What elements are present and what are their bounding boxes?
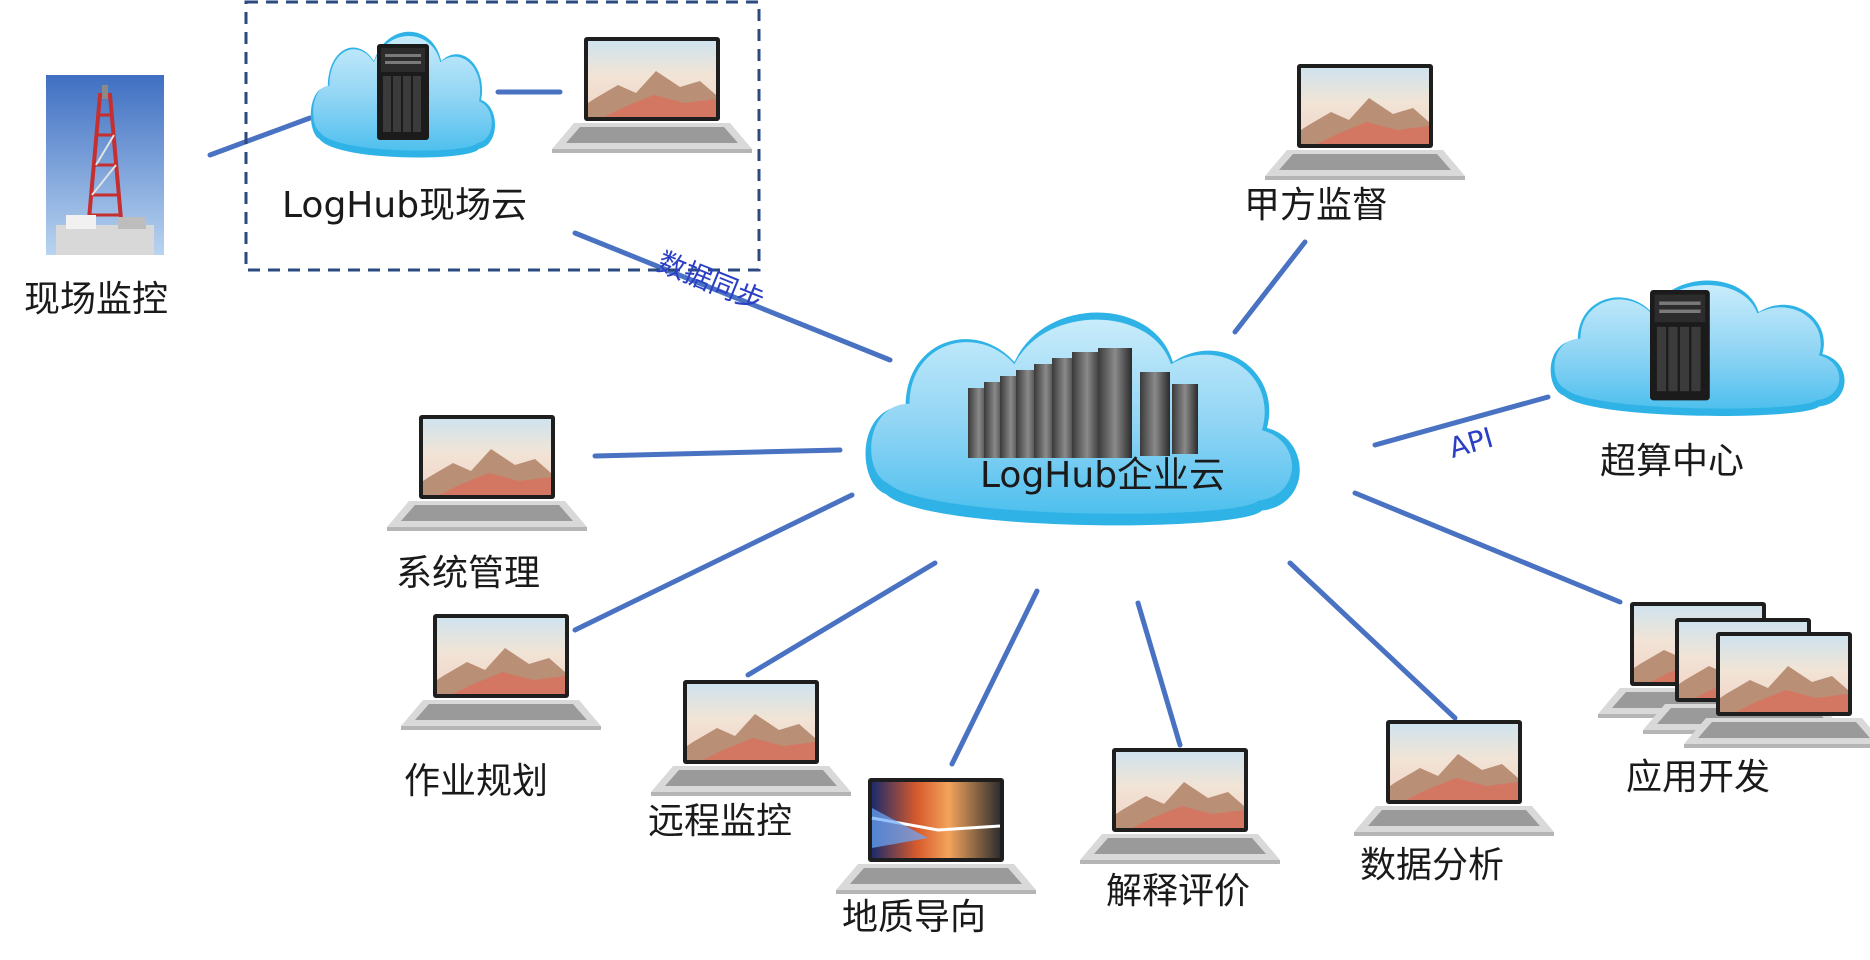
label-owner-supervision: 甲方监督 xyxy=(1244,185,1389,226)
laptop-icon-system-management xyxy=(387,415,587,531)
edge-geosteering xyxy=(949,588,1040,767)
laptop-icon-interpretation-evaluation xyxy=(1080,748,1280,864)
server-icon-supercomputing xyxy=(1650,290,1710,401)
edge-remote-monitoring xyxy=(745,560,938,678)
laptop-icon-remote-monitoring xyxy=(651,680,851,796)
edge-app-development xyxy=(1352,490,1623,605)
edges xyxy=(207,89,1623,767)
laptop-icon-data-analysis xyxy=(1354,720,1554,836)
label-data-analysis: 数据分析 xyxy=(1360,845,1505,886)
edge-interpretation-evaluation xyxy=(1135,600,1183,748)
edge-data-analysis xyxy=(1287,560,1458,721)
server-rack-icon xyxy=(968,348,1198,458)
laptop-icon-owner-supervision xyxy=(1265,64,1465,180)
edge-owner-supervision xyxy=(1232,239,1308,335)
edge-system-management xyxy=(592,447,843,459)
edge-api xyxy=(1372,394,1551,448)
label-loghub-enterprise-cloud: LogHub企业云 xyxy=(980,455,1226,496)
label-geosteering: 地质导向 xyxy=(842,897,987,938)
edge-rig-to-field-cloud xyxy=(207,115,313,158)
label-interpretation-evaluation: 解释评价 xyxy=(1106,871,1251,912)
label-system-management: 系统管理 xyxy=(396,553,541,594)
label-field-monitor: 现场监控 xyxy=(24,279,169,320)
edge-data-sync xyxy=(572,230,893,363)
laptop-icon-operation-planning xyxy=(401,614,601,730)
laptop-icon-field xyxy=(552,37,752,153)
label-remote-monitoring: 远程监控 xyxy=(648,801,793,842)
drilling-rig-icon xyxy=(46,75,164,255)
laptop-icon-geosteering xyxy=(836,778,1036,894)
label-app-development: 应用开发 xyxy=(1626,757,1771,798)
edge-operation-planning xyxy=(572,492,855,633)
field-cloud-dashed-box xyxy=(244,0,761,272)
server-icon xyxy=(377,44,429,140)
label-loghub-field-cloud: LogHub现场云 xyxy=(282,185,528,226)
label-operation-planning: 作业规划 xyxy=(404,761,549,802)
label-supercomputing-center: 超算中心 xyxy=(1600,441,1745,482)
